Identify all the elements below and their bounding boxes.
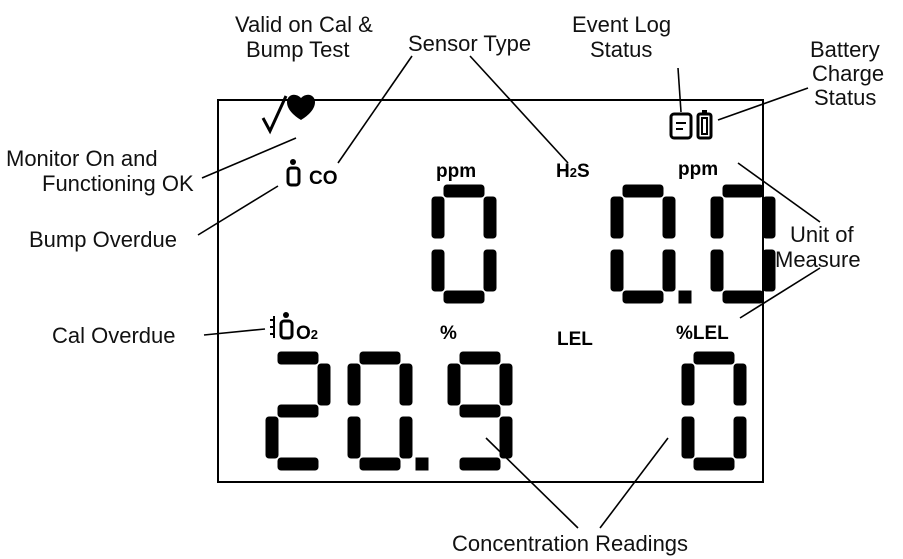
segment-a — [722, 184, 764, 198]
segment-e — [265, 416, 279, 459]
segment-c — [733, 416, 747, 459]
callout-monitor-on-line2: Functioning OK — [42, 171, 194, 196]
callout-monitor-on: Monitor On and Functioning OK — [6, 146, 194, 196]
segment-a — [277, 351, 319, 365]
heart-icon — [287, 94, 315, 120]
segment-d — [359, 457, 401, 471]
sensor-name-h2s: H2S — [556, 161, 590, 182]
callout-battery-line2: Charge — [812, 61, 884, 86]
sensor-name-lel: LEL — [557, 329, 593, 350]
callout-unit-of-measure: Unit of Measure — [775, 222, 861, 272]
callout-battery-line3: Status — [814, 85, 876, 110]
segment-b — [483, 196, 497, 239]
digit-2 — [265, 351, 331, 471]
segment-e — [610, 249, 624, 292]
segment-g — [459, 404, 501, 418]
segment-a — [359, 351, 401, 365]
checkmark-icon — [261, 95, 288, 135]
segment-d — [443, 290, 485, 304]
lcd-display-frame — [217, 99, 764, 483]
digit-0 — [347, 351, 413, 471]
callout-unit-line2: Measure — [775, 247, 861, 272]
callout-event-log-status: Event Log Status — [572, 12, 671, 62]
callout-valid-cal-bump: Valid on Cal & Bump Test — [235, 12, 373, 62]
bottle-icon — [286, 159, 301, 187]
segment-d — [277, 457, 319, 471]
segment-f — [610, 196, 624, 239]
segment-b — [499, 363, 513, 406]
event-log-icon — [669, 112, 693, 140]
callout-valid-cal-bump-line1: Valid on Cal & — [235, 12, 373, 37]
segment-a — [443, 184, 485, 198]
segment-e — [710, 249, 724, 292]
segment-f — [447, 363, 461, 406]
reading-lel — [681, 351, 747, 471]
segment-c — [499, 416, 513, 459]
sensor-name-o2: O2 — [296, 323, 318, 344]
callout-battery-line1: Battery — [810, 37, 880, 62]
segment-g — [277, 404, 319, 418]
digit-0 — [710, 184, 776, 304]
segment-d — [459, 457, 501, 471]
battery-icon — [696, 110, 713, 140]
segment-c — [762, 249, 776, 292]
segment-c — [399, 416, 413, 459]
segment-e — [681, 416, 695, 459]
digit-0 — [681, 351, 747, 471]
segment-a — [693, 351, 735, 365]
segment-e — [431, 249, 445, 292]
segment-b — [662, 196, 676, 239]
unit-label-co: ppm — [436, 161, 476, 182]
callout-unit-line1: Unit of — [790, 222, 854, 247]
decimal-point — [415, 457, 429, 471]
segment-b — [317, 363, 331, 406]
reading-o2 — [265, 351, 513, 471]
digit-9 — [447, 351, 513, 471]
segment-a — [459, 351, 501, 365]
segment-a — [622, 184, 664, 198]
callout-cal-overdue: Cal Overdue — [52, 323, 176, 348]
callout-monitor-on-line1: Monitor On and — [6, 146, 158, 171]
segment-d — [722, 290, 764, 304]
segment-e — [347, 416, 361, 459]
decimal-point — [678, 290, 692, 304]
callout-bump-overdue: Bump Overdue — [29, 227, 177, 252]
reading-h2s — [610, 184, 776, 304]
callout-battery-charge-status: Battery Charge Status — [810, 37, 884, 110]
segment-f — [347, 363, 361, 406]
unit-label-lel: %LEL — [676, 323, 729, 344]
reading-co — [431, 184, 497, 304]
segment-c — [662, 249, 676, 292]
digit-0 — [431, 184, 497, 304]
unit-label-h2s: ppm — [678, 159, 718, 180]
sensor-name-co: CO — [309, 168, 338, 189]
callout-event-log-line1: Event Log — [572, 12, 671, 37]
segment-d — [622, 290, 664, 304]
unit-label-o2: % — [440, 323, 457, 344]
callout-event-log-line2: Status — [590, 37, 652, 62]
segment-f — [681, 363, 695, 406]
segment-b — [762, 196, 776, 239]
segment-b — [733, 363, 747, 406]
callout-concentration-readings: Concentration Readings — [452, 531, 688, 556]
segment-f — [431, 196, 445, 239]
segment-f — [710, 196, 724, 239]
cal-bottle-icon — [270, 312, 294, 340]
callout-valid-cal-bump-line2: Bump Test — [246, 37, 350, 62]
segment-c — [483, 249, 497, 292]
segment-b — [399, 363, 413, 406]
callout-sensor-type: Sensor Type — [408, 31, 531, 56]
segment-d — [693, 457, 735, 471]
digit-0 — [610, 184, 676, 304]
